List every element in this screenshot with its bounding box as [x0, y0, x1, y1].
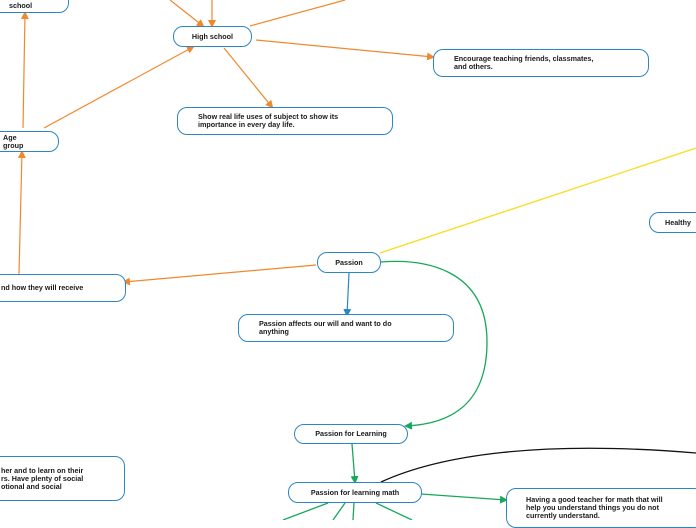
node-label: Passion for Learning	[315, 429, 387, 438]
edge-high-school-to-real-life	[223, 47, 274, 109]
edge-learning-math-down-4	[375, 502, 413, 520]
node-passion-affects[interactable]: Passion affects our will and want to do …	[238, 314, 454, 342]
node-label: Encourage teaching friends, classmates, …	[454, 54, 594, 71]
node-label: Age group	[3, 132, 24, 150]
node-label: nd how they will receive	[1, 283, 84, 292]
node-label: Healthy	[665, 217, 691, 227]
node-high-school[interactable]: High school	[173, 26, 252, 47]
edge-passion-to-affects	[343, 272, 352, 317]
edge-high-school-to-up-right	[249, 0, 346, 27]
node-label: High school	[191, 31, 234, 41]
node-label: Middle school	[9, 0, 33, 10]
edge-age-group-to-high-school	[43, 46, 195, 129]
node-label: Passion affects our will and want to do …	[259, 319, 392, 336]
node-healthy[interactable]: Healthy	[649, 212, 696, 233]
node-good-teacher-math[interactable]: Having a good teacher for math that will…	[506, 488, 696, 528]
edge-learning-math-down-3	[352, 502, 355, 520]
node-label: Having a good teacher for math that will…	[526, 495, 663, 520]
edge-learning-math-down-2	[332, 502, 346, 520]
node-label: Passion	[335, 257, 363, 267]
node-passion-for-learning-math[interactable]: Passion for learning math	[288, 482, 422, 503]
node-label: Show real life uses of subject to show i…	[198, 112, 339, 129]
edge-learning-math-down-1	[282, 502, 329, 520]
edge-receive-to-age-group	[17, 150, 26, 275]
node-real-life-uses[interactable]: Show real life uses of subject to show i…	[177, 107, 393, 135]
edge-high-school-to-encourage	[255, 39, 435, 61]
edge-top-to-high-school-a	[169, 0, 205, 28]
edge-passion-to-receive	[122, 264, 317, 286]
edge-passion-to-passion-for-learning	[380, 260, 488, 430]
node-label: Passion for learning math	[310, 487, 400, 497]
node-receive[interactable]: nd how they will receive	[0, 274, 126, 302]
node-encourage-teaching[interactable]: Encourage teaching friends, classmates, …	[433, 49, 649, 77]
edge-learning-math-to-good-teacher	[420, 493, 508, 504]
edge-learning-to-learning-math	[350, 443, 359, 484]
node-age-group[interactable]: Age group	[0, 131, 59, 152]
edge-learning-math-to-offscreen	[380, 447, 696, 483]
edge-passion-to-healthy	[379, 147, 696, 254]
node-peers-social[interactable]: her and to learn on their rs. Have plent…	[0, 456, 125, 501]
node-passion[interactable]: Passion	[317, 252, 381, 273]
node-label: her and to learn on their rs. Have plent…	[1, 465, 84, 491]
node-middle-school[interactable]: Middle school	[0, 0, 69, 13]
edge-age-group-to-middle-school	[20, 11, 29, 129]
node-passion-for-learning[interactable]: Passion for Learning	[294, 424, 408, 444]
